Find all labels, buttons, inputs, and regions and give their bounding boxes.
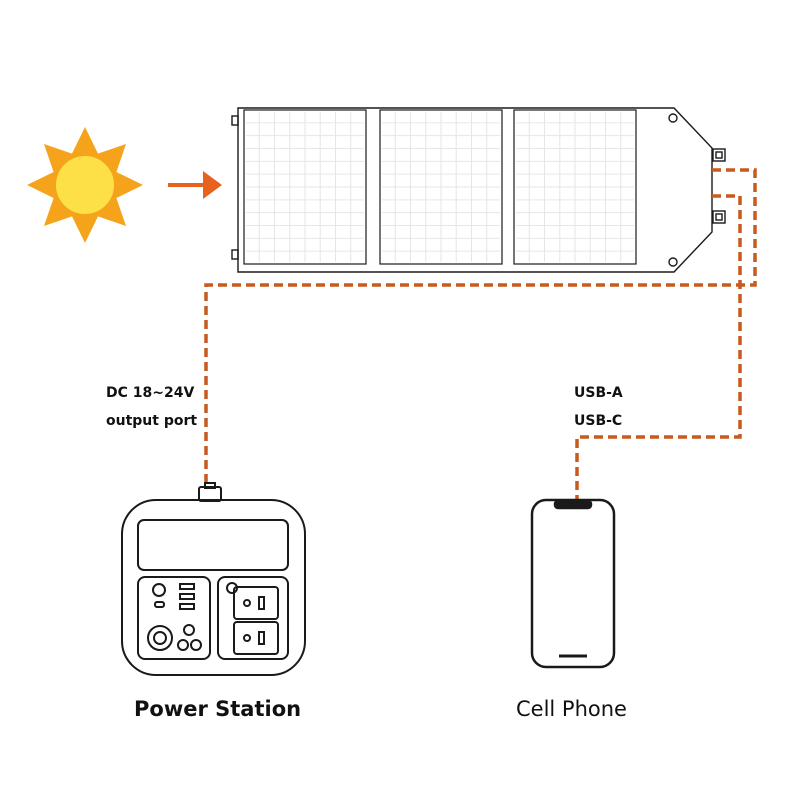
sun-icon: [27, 127, 143, 243]
solar-cell-2: [379, 109, 503, 265]
power-station-caption: Power Station: [134, 697, 302, 721]
usb-a-label: USB-A: [574, 385, 623, 401]
cable-to-power-station: [204, 168, 757, 488]
usb-c-label: USB-C: [574, 413, 623, 429]
cable-to-cell-phone: [575, 194, 742, 500]
dc-port-label-line2: output port: [106, 413, 198, 429]
sun-core: [52, 152, 118, 218]
solar-panel-icon: [231, 107, 726, 273]
dc-port-label-line1: DC 18~24V: [106, 385, 195, 401]
cell-phone-caption: Cell Phone: [516, 697, 627, 721]
cable-paths: [204, 168, 757, 500]
arrow-right-icon: [168, 171, 222, 199]
power-station-icon: [121, 482, 306, 676]
solar-cell-3: [513, 109, 637, 265]
cell-phone-icon: [530, 498, 616, 669]
solar-cell-1: [243, 109, 367, 265]
